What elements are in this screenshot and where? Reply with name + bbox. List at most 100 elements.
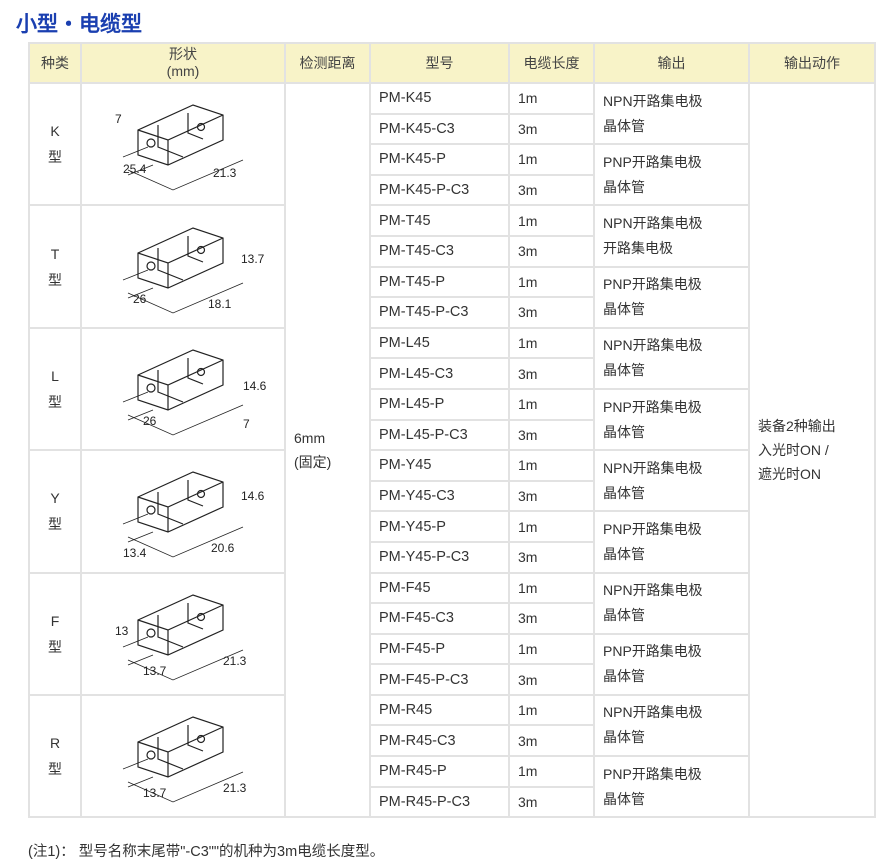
dimension-label: 26 [133,292,147,306]
cable-length: 3m [508,724,595,758]
output-type: PNP开路集电极 晶体管 [593,265,750,329]
model-number: PM-T45-P-C3 [369,296,510,329]
model-number: PM-K45-P [369,143,510,176]
dimension-label: 21.3 [223,781,247,795]
output-action: 装备2种输出 入光时ON / 遮光时ON [748,81,876,819]
cable-length: 1m [508,204,595,237]
shape-cell: 13.7 26 18.1 [80,204,286,329]
model-number: PM-F45-C3 [369,602,510,635]
cable-length: 3m [508,418,595,452]
model-number: PM-F45-P-C3 [369,663,510,696]
header-output: 输出 [593,42,750,84]
output-type: NPN开路集电极 晶体管 [593,693,750,758]
model-number: PM-R45-C3 [369,724,510,758]
model-number: PM-K45-C3 [369,112,510,146]
cable-length: 1m [508,693,595,727]
type-cell: T 型 [28,204,82,329]
dimension-label: 13.7 [143,664,167,678]
cable-length: 1m [508,755,595,788]
dimension-label: 13.7 [241,252,265,266]
sensor-dimension-drawing: 13.7 26 18.1 [122,226,265,313]
model-number: PM-L45-P [369,387,510,421]
model-number: PM-F45 [369,571,510,605]
type-cell: F 型 [28,571,82,696]
model-number: PM-L45-P-C3 [369,418,510,452]
section-title: 小型・电缆型 [16,12,142,36]
model-number: PM-T45 [369,204,510,237]
dimension-label: 13.4 [123,546,147,560]
cable-length: 3m [508,479,595,513]
cable-length: 3m [508,234,595,268]
detection-distance: 6mm (固定) [284,81,371,819]
shape-cell: 7 25.4 21.3 [80,81,286,207]
type-cell: K 型 [28,81,82,207]
cable-length: 1m [508,510,595,543]
dimension-label: 13 [115,624,129,638]
cable-length: 3m [508,602,595,635]
dimension-label: 7 [115,112,122,126]
cable-length: 1m [508,143,595,176]
cable-length: 1m [508,265,595,299]
output-type: PNP开路集电极 晶体管 [593,143,750,207]
dimension-label: 14.6 [241,489,265,503]
header-output-action: 输出动作 [748,42,876,84]
dimension-label: 21.3 [213,166,237,180]
header-model: 型号 [369,42,510,84]
header-shape: 形状 (mm) [80,42,286,84]
model-number: PM-L45-C3 [369,357,510,390]
cable-length: 1m [508,326,595,360]
header-distance: 检测距离 [284,42,371,84]
sensor-dimension-drawing: 7 25.4 21.3 [115,104,244,191]
model-number: PM-T45-P [369,265,510,299]
output-type: NPN开路集电极 开路集电极 [593,204,750,268]
dimension-label: 25.4 [123,162,147,176]
type-cell: L 型 [28,326,82,452]
model-number: PM-Y45-C3 [369,479,510,513]
shape-cell: 13.7 21.3 [80,693,286,819]
cable-length: 1m [508,82,595,115]
dimension-label: 26 [143,414,157,428]
cable-length: 3m [508,785,595,819]
output-type: PNP开路集电极 晶体管 [593,755,750,819]
dimension-label: 13.7 [143,786,167,800]
header-type: 种类 [28,42,82,84]
cable-length: 3m [508,296,595,329]
dimension-label: 14.6 [243,379,267,393]
header-cable-length: 电缆长度 [508,42,595,84]
model-number: PM-Y45-P-C3 [369,540,510,574]
dimension-label: 18.1 [208,297,232,311]
cable-length: 1m [508,632,595,666]
cable-length: 1m [508,387,595,421]
product-table: 种类形状 (mm)检测距离型号电缆长度输出输出动作 K 型 7 25.4 21.3 6m… [28,42,876,819]
cable-length: 3m [508,540,595,574]
model-number: PM-T45-C3 [369,234,510,268]
output-type: PNP开路集电极 晶体管 [593,387,750,452]
cable-length: 1m [508,571,595,605]
